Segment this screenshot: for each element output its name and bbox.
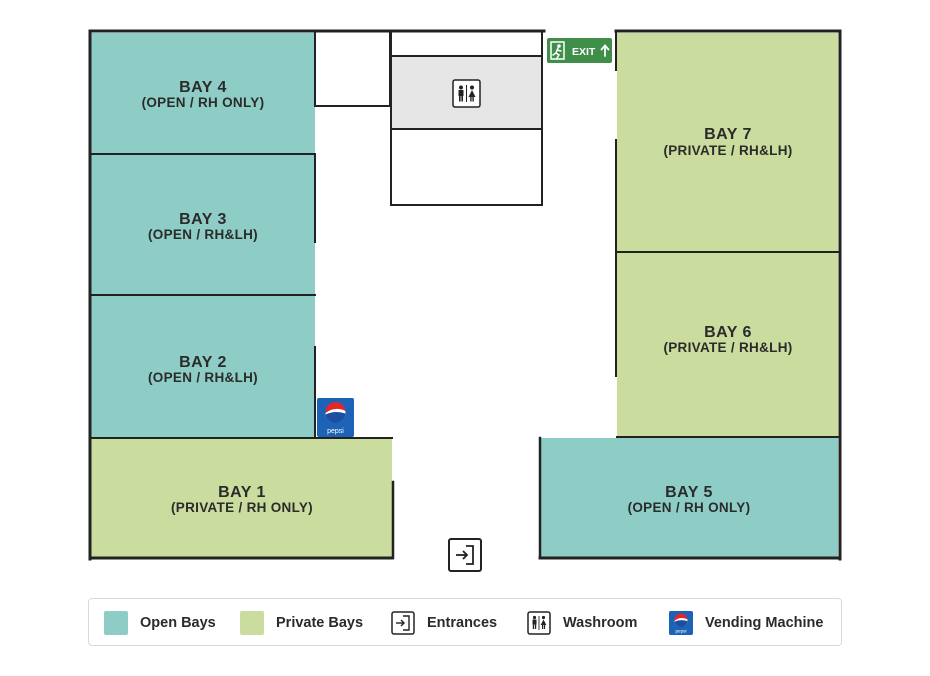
legend-private-label: Private Bays <box>276 615 364 631</box>
bay-1-title: BAY 1 <box>218 484 266 501</box>
bay-5-area <box>540 438 838 558</box>
bay-6-title: BAY 6 <box>704 324 752 341</box>
bay-7-area <box>617 33 838 252</box>
bay-4-area <box>91 33 315 154</box>
vending-legend-icon: pepsi <box>669 611 693 635</box>
bay-3-title: BAY 3 <box>179 211 227 228</box>
bay-6-area <box>617 253 838 437</box>
bay-2[interactable]: BAY 2 (OPEN / RH&LH) <box>91 296 315 438</box>
bay-3-detail: (OPEN / RH&LH) <box>148 227 258 242</box>
legend-washroom: Washroom <box>527 610 637 636</box>
bay-7-detail: (PRIVATE / RH&LH) <box>663 143 792 158</box>
bay-2-area <box>91 296 315 438</box>
legend-vending-machine: pepsi Vending Machine <box>669 610 823 636</box>
legend-washroom-label: Washroom <box>563 615 638 631</box>
bay-5[interactable]: BAY 5 (OPEN / RH ONLY) <box>540 438 838 558</box>
bay-3-area <box>91 155 315 295</box>
bay-3[interactable]: BAY 3 (OPEN / RH&LH) <box>91 155 315 295</box>
bay-6-detail: (PRIVATE / RH&LH) <box>663 340 792 355</box>
bay-7[interactable]: BAY 7 (PRIVATE / RH&LH) <box>617 33 838 252</box>
bay-1-area <box>91 439 392 558</box>
bay-2-detail: (OPEN / RH&LH) <box>148 370 258 385</box>
bay-2-title: BAY 2 <box>179 354 227 371</box>
exit-sign-label: EXIT <box>572 46 596 58</box>
bay-7-title: BAY 7 <box>704 126 752 143</box>
bay-4-detail: (OPEN / RH ONLY) <box>142 95 265 110</box>
walls <box>88 29 842 561</box>
bay-4-title: BAY 4 <box>179 79 227 96</box>
exit-sign: EXIT <box>547 38 612 63</box>
svg-text:pepsi: pepsi <box>327 428 344 435</box>
bay-1-detail: (PRIVATE / RH ONLY) <box>171 500 313 515</box>
legend: Open Bays Private Bays Entrances Washroo… <box>88 598 842 646</box>
bay-6[interactable]: BAY 6 (PRIVATE / RH&LH) <box>617 253 838 437</box>
legend-entrances: Entrances <box>391 610 497 636</box>
pepsi-vending-icon[interactable]: pepsi <box>317 398 354 437</box>
bay-5-title: BAY 5 <box>665 484 713 501</box>
emergency-exit-icon <box>550 41 565 60</box>
legend-open-label: Open Bays <box>140 615 216 631</box>
private-bays-swatch <box>240 611 264 635</box>
legend-open-bays: Open Bays <box>104 610 216 636</box>
entrance-icon <box>391 611 415 635</box>
bay-1[interactable]: BAY 1 (PRIVATE / RH ONLY) <box>91 439 392 558</box>
washroom-legend-icon <box>527 611 551 635</box>
entrance-door-icon[interactable] <box>448 538 482 572</box>
bay-4[interactable]: BAY 4 (OPEN / RH ONLY) <box>91 33 315 154</box>
open-bays-swatch <box>104 611 128 635</box>
legend-entrances-label: Entrances <box>427 615 498 631</box>
bay-5-detail: (OPEN / RH ONLY) <box>628 500 751 515</box>
legend-vending-label: Vending Machine <box>705 615 824 631</box>
washroom-icon[interactable] <box>452 79 481 108</box>
svg-text:pepsi: pepsi <box>675 629 686 634</box>
legend-private-bays: Private Bays <box>240 610 363 636</box>
